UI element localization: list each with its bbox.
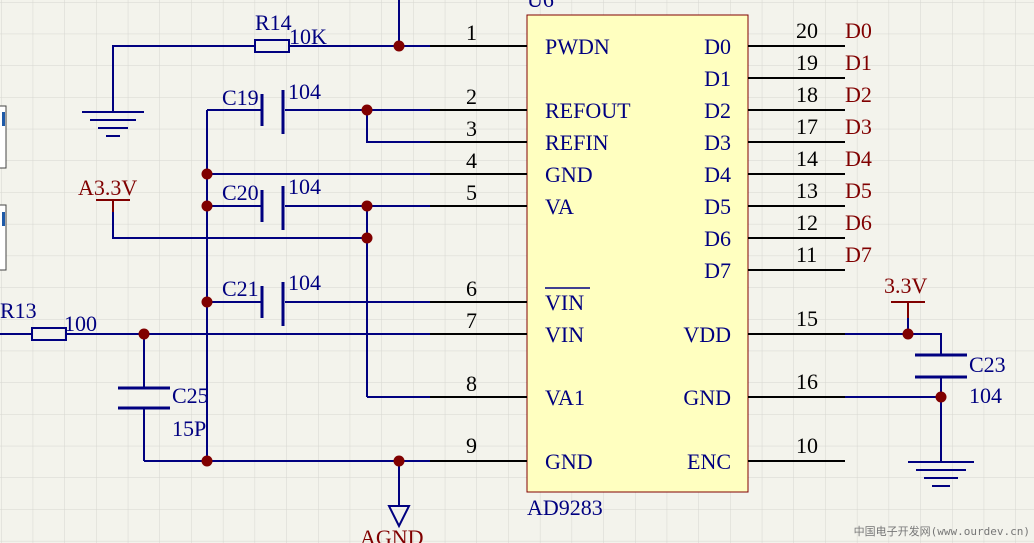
pin-number: 4 xyxy=(466,148,477,173)
pin-number: 1 xyxy=(466,20,477,45)
pin-number: 11 xyxy=(796,242,817,267)
pin-number: 5 xyxy=(466,180,477,205)
pin-name-d1: D1 xyxy=(704,66,731,91)
pin-name-va1: VA1 xyxy=(545,385,585,410)
data-net-labels[interactable]: D0 D1 D2 D3 D4 D5 D6 D7 xyxy=(845,18,872,267)
offscreen-component-top xyxy=(0,105,7,169)
net-label-d3: D3 xyxy=(845,114,872,139)
net-label-d7: D7 xyxy=(845,242,872,267)
c23-value: 104 xyxy=(969,383,1002,408)
v33-label: 3.3V xyxy=(884,273,928,298)
right-wires xyxy=(845,318,942,462)
net-label-d1: D1 xyxy=(845,50,872,75)
c21-value: 104 xyxy=(288,270,321,295)
resistor-r14[interactable] xyxy=(254,39,290,53)
offscreen-component-bottom xyxy=(0,204,7,271)
pin-name-d7: D7 xyxy=(704,258,731,283)
c25-value: 15P xyxy=(172,416,206,441)
pin-name-va: VA xyxy=(545,194,574,219)
left-wires xyxy=(0,0,430,498)
right-pin-names: D0 D1 D2 D3 D4 D5 D6 D7 VDD GND ENC xyxy=(683,34,731,474)
pin-number: 17 xyxy=(796,114,818,139)
pin-name-d0: D0 xyxy=(704,34,731,59)
c19-value: 104 xyxy=(288,79,321,104)
pin-number: 8 xyxy=(466,371,477,396)
r14-value: 10K xyxy=(289,24,327,49)
watermark: 中国电子开发网(www.ourdev.cn) xyxy=(854,524,1030,538)
pin-name-vin-bar: VIN xyxy=(545,290,584,315)
r14-ref: R14 xyxy=(255,10,292,35)
pin-name-d2: D2 xyxy=(704,98,731,123)
power-port-33v[interactable] xyxy=(891,301,925,318)
resistor-r13[interactable] xyxy=(31,327,67,341)
junctions xyxy=(138,40,947,467)
c20-ref: C20 xyxy=(222,180,259,205)
left-pin-numbers: 1 2 3 4 5 6 7 8 9 xyxy=(466,20,477,458)
pin-name-d4: D4 xyxy=(704,162,731,187)
c20-value: 104 xyxy=(288,174,321,199)
pin-name-enc: ENC xyxy=(687,449,731,474)
capacitor-c20[interactable] xyxy=(260,186,285,230)
pin-name-vin: VIN xyxy=(545,322,584,347)
pin-name-d3: D3 xyxy=(704,130,731,155)
pin-name-gnd: GND xyxy=(545,162,593,187)
left-pin-lines xyxy=(430,45,527,462)
net-label-d2: D2 xyxy=(845,82,872,107)
pin-number: 18 xyxy=(796,82,818,107)
pin-name-refin: REFIN xyxy=(545,130,609,155)
pin-number: 20 xyxy=(796,18,818,43)
pin-number: 13 xyxy=(796,178,818,203)
net-label-d5: D5 xyxy=(845,178,872,203)
pin-number: 14 xyxy=(796,146,818,171)
capacitor-c25[interactable] xyxy=(118,386,170,410)
pin-number: 19 xyxy=(796,50,818,75)
net-label-d6: D6 xyxy=(845,210,872,235)
pin-number: 6 xyxy=(466,276,477,301)
net-label-d0: D0 xyxy=(845,18,872,43)
pin-number: 16 xyxy=(796,369,818,394)
left-pin-names: PWDN REFOUT REFIN GND VA VIN VIN VA1 GND xyxy=(545,34,631,474)
pin-name-gnd-2: GND xyxy=(545,449,593,474)
pin-name-pwdn: PWDN xyxy=(545,34,610,59)
r13-ref: R13 xyxy=(0,298,37,323)
pin-number: 3 xyxy=(466,116,477,141)
capacitor-c23[interactable] xyxy=(915,353,967,379)
pin-number: 2 xyxy=(466,84,477,109)
pin-name-d6: D6 xyxy=(704,226,731,251)
pin-name-refout: REFOUT xyxy=(545,98,631,123)
pin-number: 12 xyxy=(796,210,818,235)
agnd-port[interactable] xyxy=(387,498,411,529)
pin-number: 10 xyxy=(796,433,818,458)
c19-ref: C19 xyxy=(222,85,259,110)
ground-symbol-left xyxy=(82,110,144,137)
a33-label: A3.3V xyxy=(78,175,137,200)
right-pin-numbers: 20 19 18 17 14 13 12 11 15 16 10 xyxy=(796,18,818,458)
capacitor-c19[interactable] xyxy=(260,90,285,134)
agnd-label: AGND xyxy=(360,525,424,543)
c21-ref: C21 xyxy=(222,276,259,301)
power-port-a33[interactable] xyxy=(96,199,130,238)
pin-name-gnd-right: GND xyxy=(683,385,731,410)
c23-ref: C23 xyxy=(969,352,1006,377)
r13-value: 100 xyxy=(64,311,97,336)
pin-number: 7 xyxy=(466,308,477,333)
c25-ref: C25 xyxy=(172,383,209,408)
ic-part-label: AD9283 xyxy=(527,495,603,520)
pin-name-vdd: VDD xyxy=(683,322,731,347)
right-pin-lines xyxy=(748,45,845,462)
ground-symbol-right xyxy=(908,461,974,487)
pin-name-d5: D5 xyxy=(704,194,731,219)
pin-number: 9 xyxy=(466,433,477,458)
ic-ref-label: U6 xyxy=(527,0,554,12)
capacitor-c21[interactable] xyxy=(260,282,285,326)
ic-body[interactable] xyxy=(526,14,749,493)
net-label-d4: D4 xyxy=(845,146,872,171)
pin-number: 15 xyxy=(796,306,818,331)
